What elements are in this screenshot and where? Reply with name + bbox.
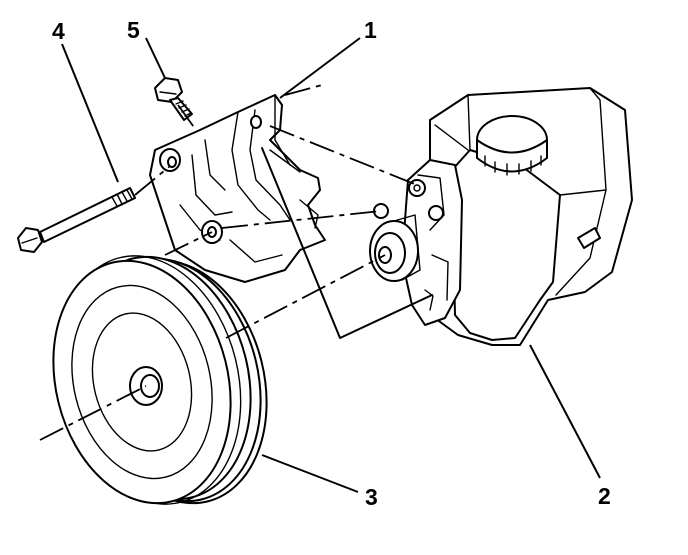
drive-pulley [52, 255, 268, 505]
callout-3: 3 [365, 484, 378, 510]
pump-mounting-bracket [149, 94, 326, 283]
callout-2: 2 [598, 483, 611, 509]
short-bolt [154, 77, 193, 121]
leader-line-5 [145, 37, 166, 79]
callout-5: 5 [127, 17, 140, 43]
callout-4: 4 [52, 18, 65, 44]
leader-line-4 [61, 43, 119, 183]
long-bolt [17, 187, 136, 253]
alignment-lines [39, 84, 433, 441]
callout-1: 1 [364, 17, 377, 43]
power-steering-pump [369, 87, 633, 346]
leader-line-2 [529, 344, 601, 479]
leader-line-1 [279, 37, 361, 99]
leader-line-3 [261, 454, 359, 493]
